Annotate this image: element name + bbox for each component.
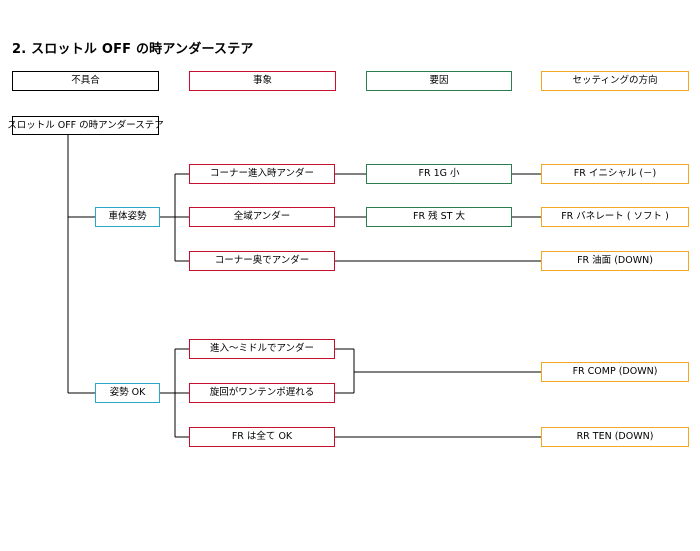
setting-fr-initial: FR イニシャル (－)	[541, 164, 689, 184]
header-cause: 要因	[366, 71, 512, 91]
cause-fr-1g-small: FR 1G 小	[366, 164, 512, 184]
setting-fr-spring-rate: FR バネレート ( ソフト )	[541, 207, 689, 227]
event-corner-exit-understeer: コーナー奥でアンダー	[189, 251, 335, 271]
header-setting-direction: セッティングの方向	[541, 71, 689, 91]
setting-fr-comp: FR COMP (DOWN)	[541, 362, 689, 382]
event-full-range-understeer: 全域アンダー	[189, 207, 335, 227]
event-entry-mid-understeer: 進入～ミドルでアンダー	[189, 339, 335, 359]
cause-fr-residual-stroke-large: FR 残 ST 大	[366, 207, 512, 227]
setting-rr-ten: RR TEN (DOWN)	[541, 427, 689, 447]
page-title: 2. スロットル OFF の時アンダーステア	[12, 42, 254, 57]
event-corner-entry-understeer: コーナー進入時アンダー	[189, 164, 335, 184]
category-body-attitude: 車体姿勢	[95, 207, 160, 227]
header-event: 事象	[189, 71, 336, 91]
event-turn-delay: 旋回がワンテンポ遅れる	[189, 383, 335, 403]
header-defect: 不具合	[12, 71, 159, 91]
event-fr-all-ok: FR は全て OK	[189, 427, 335, 447]
root-defect: スロットル OFF の時アンダーステア	[7, 116, 164, 135]
setting-fr-oil-level: FR 油面 (DOWN)	[541, 251, 689, 271]
category-attitude-ok: 姿勢 OK	[95, 383, 160, 403]
